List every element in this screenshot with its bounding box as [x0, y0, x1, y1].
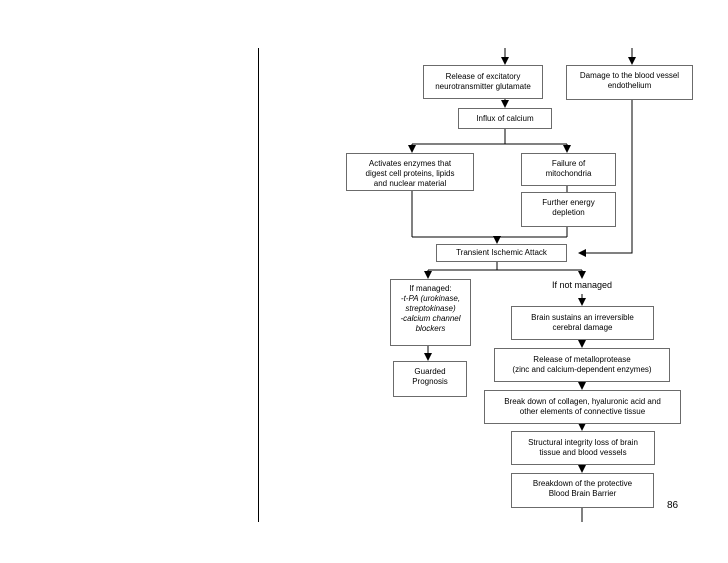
left-margin-rule: [258, 48, 259, 522]
box-activates-enzymes: Activates enzymes that digest cell prote…: [346, 153, 474, 191]
box-bbb-breakdown: Breakdown of the protective Blood Brain …: [511, 473, 654, 508]
box-structural-loss: Structural integrity loss of brain tissu…: [511, 431, 655, 465]
managed-heading: If managed:: [409, 284, 452, 293]
box-tia: Transient Ischemic Attack: [436, 244, 567, 262]
managed-treatments: -t-PA (urokinase, streptokinase) -calciu…: [400, 294, 461, 333]
box-further-energy: Further energy depletion: [521, 192, 616, 227]
box-irreversible-damage: Brain sustains an irreversible cerebral …: [511, 306, 654, 340]
box-failure-mitochondria: Failure of mitochondria: [521, 153, 616, 186]
box-guarded-prognosis: Guarded Prognosis: [393, 361, 467, 397]
box-metalloprotease: Release of metalloprotease (zinc and cal…: [494, 348, 670, 382]
arrow-vessel-to-tia: [578, 99, 633, 257]
label-if-not-managed: If not managed: [551, 280, 613, 290]
box-influx-calcium: Influx of calcium: [458, 108, 552, 129]
box-breakdown-collagen: Break down of collagen, hyaluronic acid …: [484, 390, 681, 424]
box-release-glutamate: Release of excitatory neurotransmitter g…: [423, 65, 543, 99]
box-if-managed: If managed: -t-PA (urokinase, streptokin…: [390, 279, 471, 346]
box-damage-vessel: Damage to the blood vessel endothelium: [566, 65, 693, 100]
page-number: 86: [667, 500, 679, 511]
